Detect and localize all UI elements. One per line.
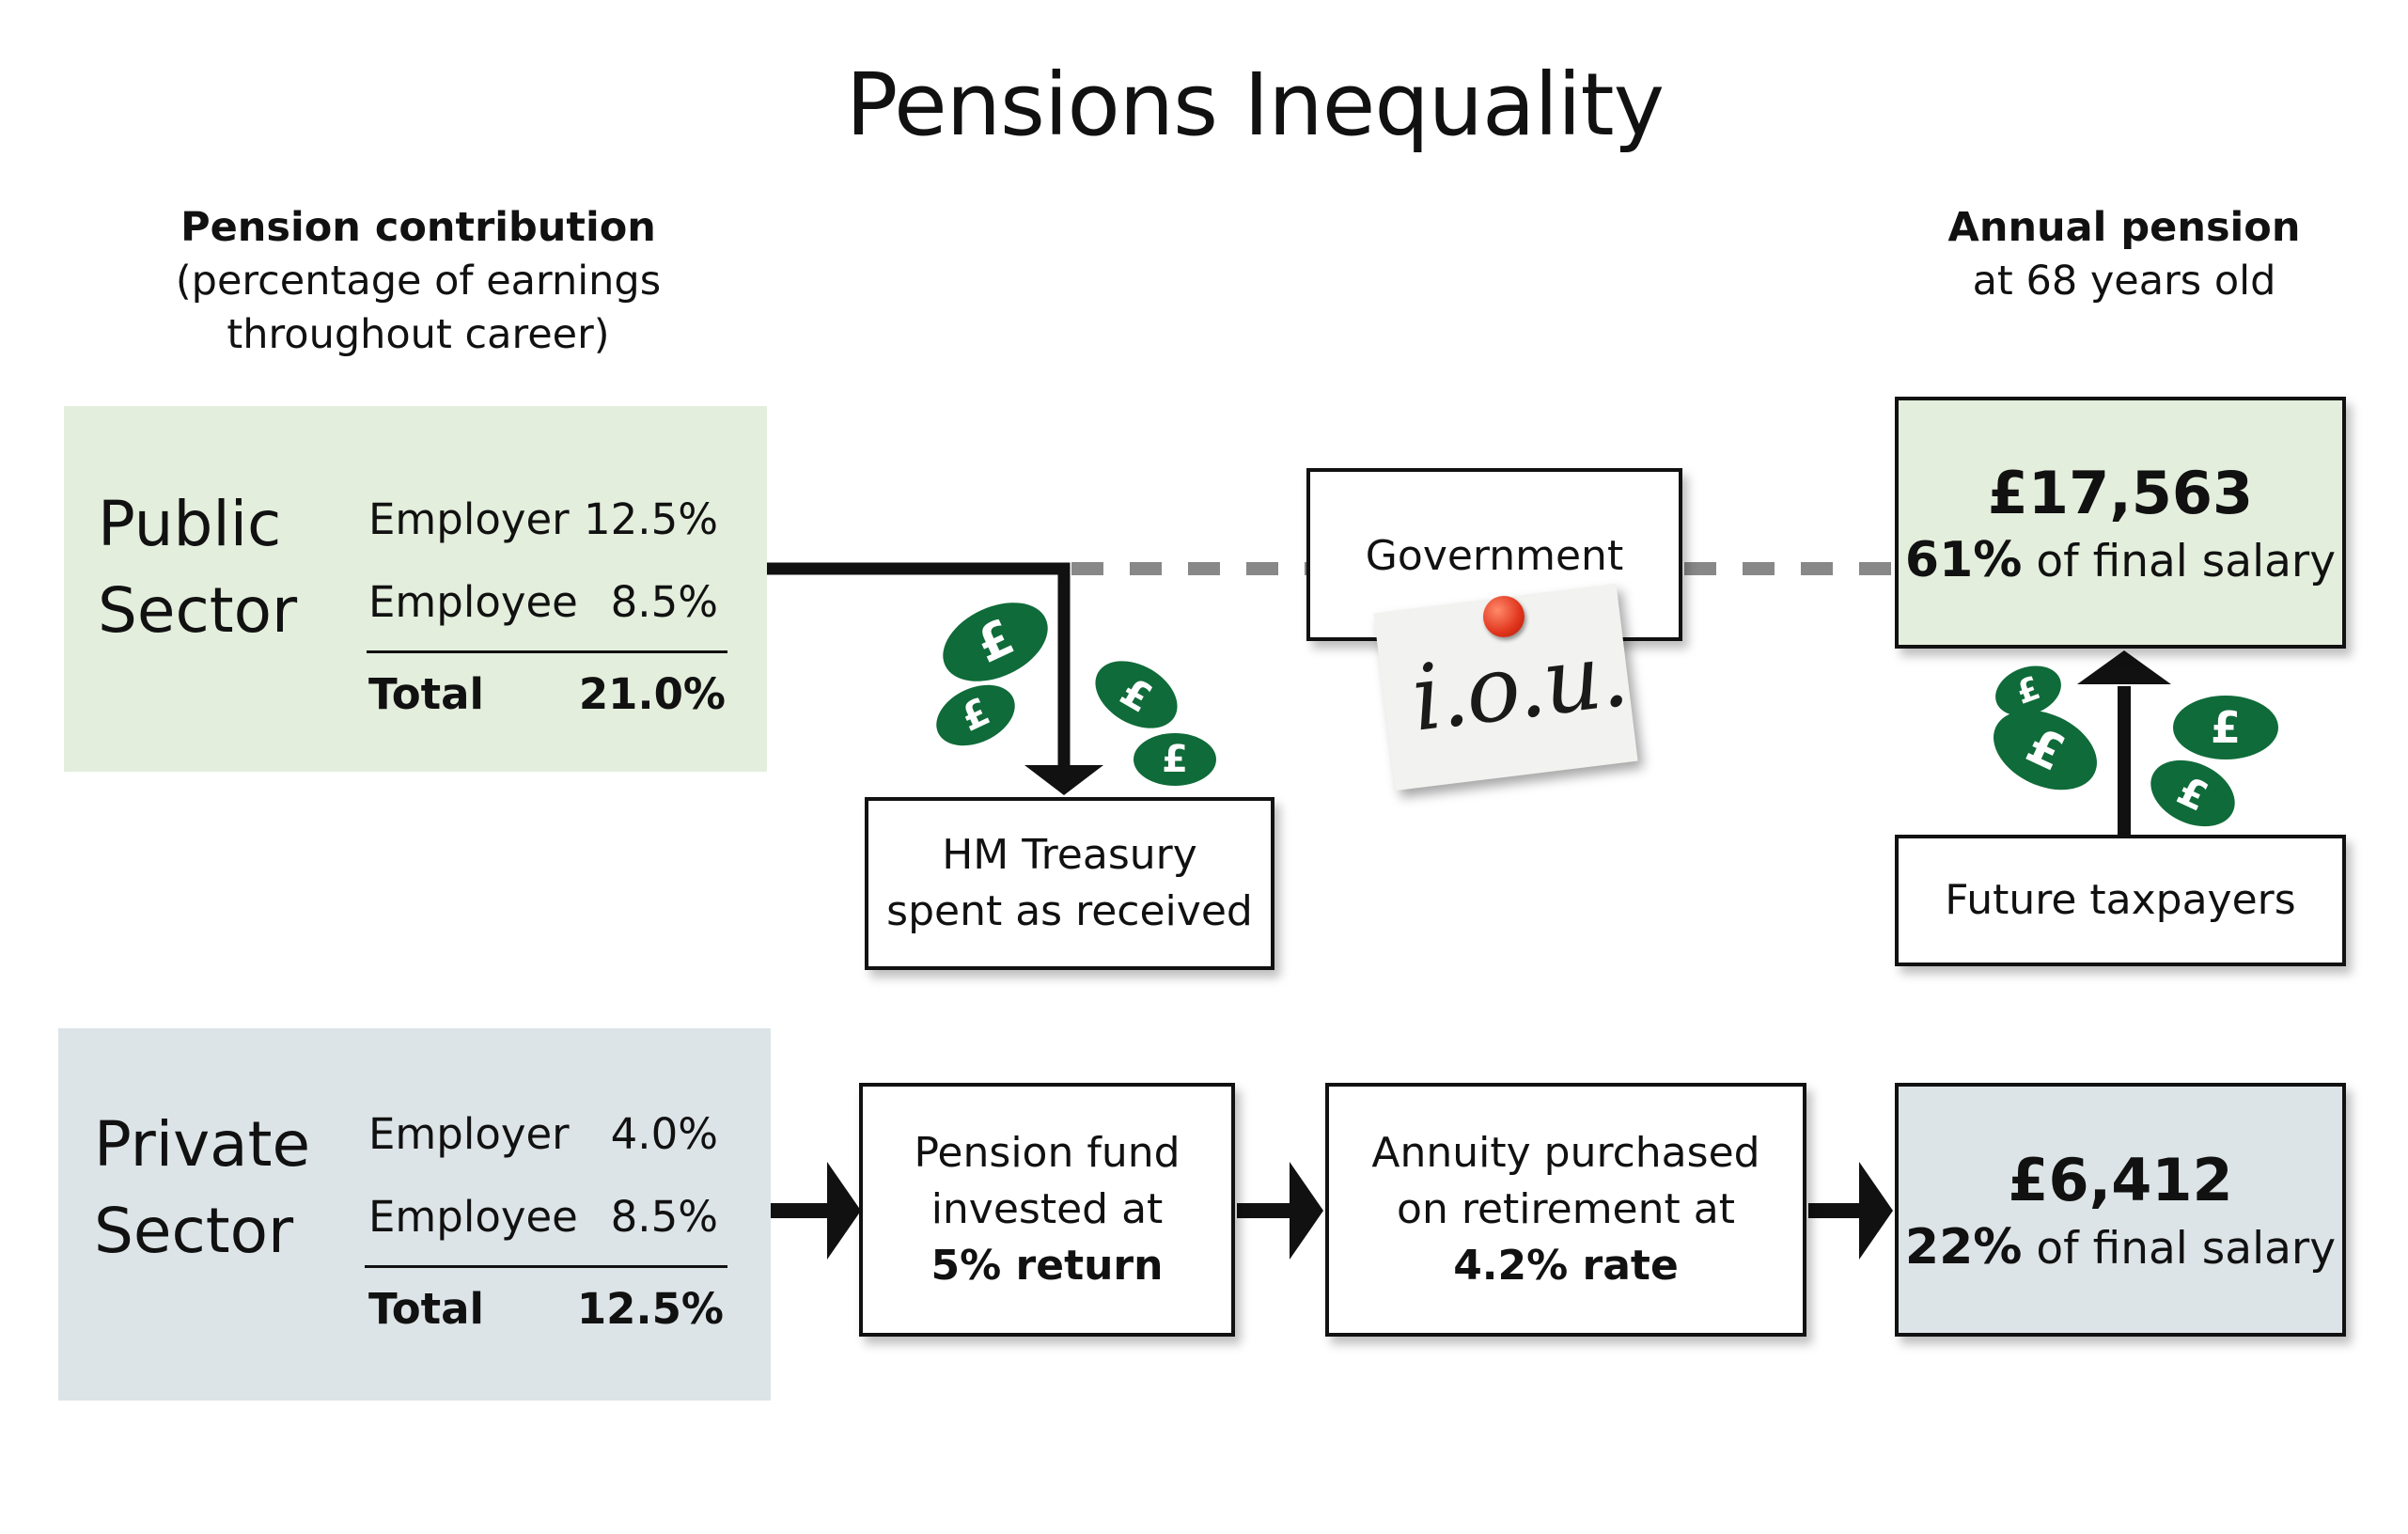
private-arrow-3-head	[1859, 1162, 1893, 1260]
contribution-header-sub1: (percentage of earnings	[175, 258, 662, 305]
public-employer-value: 12.5%	[584, 494, 718, 544]
future-taxpayers-box: Future taxpayers	[1895, 835, 2346, 966]
public-pension-pct: 61%	[1904, 532, 2023, 588]
hm-treasury-box: HM Treasury spent as received	[865, 797, 1274, 970]
hm-treasury-line1: HM Treasury	[942, 831, 1197, 879]
private-pension-pct-suffix: of final salary	[2036, 1223, 2337, 1275]
pound-coin-icon: £	[2173, 696, 2278, 759]
public-sector-name-line1: Public	[98, 488, 282, 560]
government-label: Government	[1365, 532, 1624, 580]
public-pension-amount: £17,563	[1987, 459, 2254, 527]
future-taxpayers-label: Future taxpayers	[1945, 876, 2296, 924]
private-pension-pct-line: 22% of final salary	[1905, 1219, 2336, 1277]
public-employee-label: Employee	[368, 577, 578, 627]
annuity-line1: Annuity purchased	[1371, 1129, 1760, 1177]
public-pension-box: £17,563 61% of final salary	[1895, 397, 2346, 649]
annuity-box: Annuity purchased on retirement at 4.2% …	[1325, 1083, 1806, 1337]
annual-pension-header: Annual pension at 68 years old	[1889, 201, 2359, 308]
treasury-down-arrowhead	[1024, 765, 1103, 795]
private-employee-value: 8.5%	[610, 1192, 718, 1242]
pension-fund-line2: invested at	[930, 1185, 1164, 1233]
private-total-divider	[365, 1265, 727, 1268]
annual-pension-header-title: Annual pension	[1947, 204, 2301, 251]
hm-treasury-line2: spent as received	[886, 887, 1253, 935]
public-total-label: Total	[368, 669, 484, 719]
page-title: Pensions Inequality	[845, 55, 1665, 155]
government-box: Government	[1306, 468, 1682, 641]
private-employee-label: Employee	[368, 1192, 578, 1242]
private-pension-amount: £6,412	[2008, 1146, 2233, 1214]
private-arrow-1-head	[827, 1162, 861, 1260]
private-sector-name-line2: Sector	[94, 1195, 294, 1267]
private-employer-label: Employer	[368, 1109, 570, 1159]
private-total-value: 12.5%	[576, 1284, 724, 1334]
private-pension-pct: 22%	[1904, 1219, 2023, 1276]
taxpayers-up-arrowhead	[2077, 650, 2171, 684]
public-total-value: 21.0%	[578, 669, 726, 719]
public-to-treasury-line	[767, 562, 1071, 771]
pension-fund-line3: 5% return	[930, 1242, 1164, 1290]
public-pension-pct-line: 61% of final salary	[1905, 532, 2336, 590]
public-sector-panel	[64, 406, 767, 772]
private-employer-value: 4.0%	[610, 1109, 718, 1159]
private-pension-box: £6,412 22% of final salary	[1895, 1083, 2346, 1337]
private-arrow-2-head	[1290, 1162, 1323, 1260]
pension-fund-line1: Pension fund	[914, 1129, 1181, 1177]
private-total-label: Total	[368, 1284, 484, 1334]
private-sector-name: Private Sector	[94, 1102, 310, 1275]
annual-pension-header-sub: at 68 years old	[1972, 258, 2276, 305]
public-employer-label: Employer	[368, 494, 570, 544]
pushpin-icon	[1483, 596, 1525, 637]
contribution-header: Pension contribution (percentage of earn…	[141, 201, 696, 362]
contribution-header-title: Pension contribution	[180, 204, 656, 251]
public-total-divider	[367, 650, 727, 653]
iou-text: i.o.u.	[1406, 620, 1633, 752]
public-sector-name-line2: Sector	[98, 574, 298, 647]
public-employee-value: 8.5%	[610, 577, 718, 627]
public-sector-name: Public Sector	[98, 481, 297, 654]
annuity-line2: on retirement at	[1397, 1185, 1735, 1233]
private-sector-panel	[58, 1028, 771, 1401]
public-pension-pct-suffix: of final salary	[2036, 536, 2337, 587]
private-sector-name-line1: Private	[94, 1108, 311, 1181]
pension-fund-box: Pension fund invested at 5% return	[859, 1083, 1235, 1337]
pound-coin-icon: £	[1134, 733, 1216, 786]
contribution-header-sub2: throughout career)	[227, 311, 610, 358]
annuity-line3: 4.2% rate	[1453, 1242, 1679, 1290]
